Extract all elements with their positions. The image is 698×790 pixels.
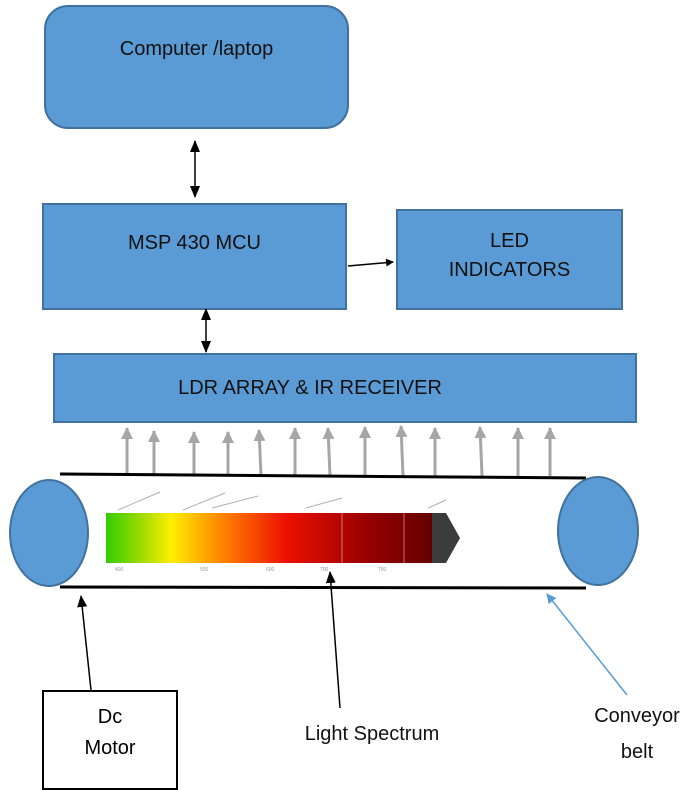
- light-spectrum-image: 400 500 600 700 750: [106, 491, 460, 573]
- light-arrow: [253, 429, 266, 476]
- computer-laptop-block: Computer /laptop: [44, 5, 349, 129]
- computer-laptop-label: Computer /laptop: [119, 37, 274, 60]
- conveyor-label-line2: belt: [620, 741, 654, 763]
- spectrum-tick: 750: [378, 567, 387, 573]
- mcu-label: MSP 430 MCU: [127, 232, 261, 254]
- conveyor-label-line1: Conveyor: [594, 705, 680, 727]
- right-roller: [557, 476, 639, 586]
- spectrum-tick: 400: [115, 567, 124, 573]
- spectrum-tick: 500: [200, 567, 209, 573]
- dc-motor-label-line1: Dc: [97, 706, 123, 728]
- left-roller: [9, 479, 89, 587]
- mcu-block: MSP 430 MCU: [42, 203, 347, 310]
- led-label-line1: LED: [490, 230, 529, 252]
- led-label-line2: INDICATORS: [448, 259, 571, 281]
- spectrum-tick: 600: [266, 567, 275, 573]
- conveyor-belt-label: Conveyor belt: [576, 701, 698, 767]
- light-arrow: [474, 426, 487, 477]
- led-indicators-block: LED INDICATORS: [396, 209, 623, 310]
- mcu-led-arrow: [347, 258, 394, 267]
- light-arrow: [395, 425, 408, 477]
- spectrum-tick: 700: [320, 567, 329, 573]
- ldr-array-label: LDR ARRAY & IR RECEIVER: [178, 376, 442, 399]
- dc-motor-block: Dc Motor: [42, 690, 178, 790]
- belt-top-line: [59, 472, 587, 480]
- light-arrow: [322, 427, 335, 477]
- light-spectrum-label: Light Spectrum: [304, 723, 440, 745]
- ldr-array-block: LDR ARRAY & IR RECEIVER: [53, 353, 637, 423]
- spectrum-pointer-arrow: [325, 571, 341, 709]
- belt-bottom-line: [59, 585, 587, 590]
- conveyor-pointer-arrow: [546, 593, 628, 696]
- light-sensing-arrows: [121, 425, 556, 477]
- motor-pointer-arrow: [77, 595, 92, 691]
- dc-motor-label-line2: Motor: [84, 737, 136, 759]
